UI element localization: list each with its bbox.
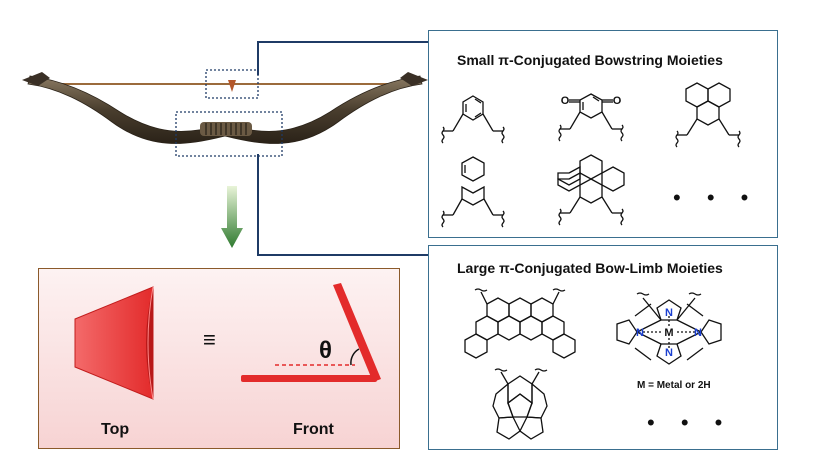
bow-grip xyxy=(200,122,252,136)
pyrene-structure xyxy=(557,154,625,226)
metal-atom-label: M xyxy=(664,327,673,339)
naphthalene-structure xyxy=(441,156,505,228)
bowstring-moieties-panel: Small π-Conjugated Bowstring Moieties xyxy=(428,30,778,238)
bow-limb-panel-title: Large π-Conjugated Bow-Limb Moieties xyxy=(457,260,723,276)
bowstring-panel-title: Small π-Conjugated Bowstring Moieties xyxy=(457,52,723,68)
top-view-caption: Top xyxy=(101,421,130,438)
bow-limb-structures: M N N N N xyxy=(464,288,722,440)
svg-text:O: O xyxy=(613,95,622,107)
grip-highlight-box xyxy=(175,111,283,157)
bow-limb-moieties-panel: Large π-Conjugated Bow-Limb Moieties xyxy=(428,245,778,450)
nitrogen-atom-label: N xyxy=(665,347,673,359)
equivalence-symbol: ≡ xyxy=(203,327,216,352)
bowstring-ellipsis: • • • xyxy=(673,185,759,210)
front-view-model xyxy=(241,283,381,382)
svg-text:O: O xyxy=(561,95,570,107)
theta-label: θ xyxy=(319,337,332,364)
nitrogen-atom-label: N xyxy=(636,327,644,339)
top-view-model xyxy=(74,286,154,400)
bowstring-highlight-box xyxy=(205,69,259,99)
nitrogen-atom-label: N xyxy=(665,307,673,319)
bowstring-structures: O O xyxy=(441,82,741,228)
metal-or-2h-label: M = Metal or 2H xyxy=(637,380,711,391)
bow-illustration xyxy=(22,69,428,157)
front-view-caption: Front xyxy=(293,421,334,438)
corannulene-structure xyxy=(492,368,548,440)
fused-pah-structure xyxy=(464,288,576,359)
bow-model-box: ≡ θ Top Front xyxy=(38,268,400,449)
phenanthrene-structure xyxy=(675,82,741,148)
benzene-structure xyxy=(441,95,505,144)
bow-limb xyxy=(27,75,423,144)
bow-limb-ellipsis: • • • xyxy=(647,410,733,435)
down-arrow-icon xyxy=(221,186,243,248)
porphyrin-structure xyxy=(616,292,722,365)
nitrogen-atom-label: N xyxy=(694,327,702,339)
quinone-structure xyxy=(558,93,624,142)
